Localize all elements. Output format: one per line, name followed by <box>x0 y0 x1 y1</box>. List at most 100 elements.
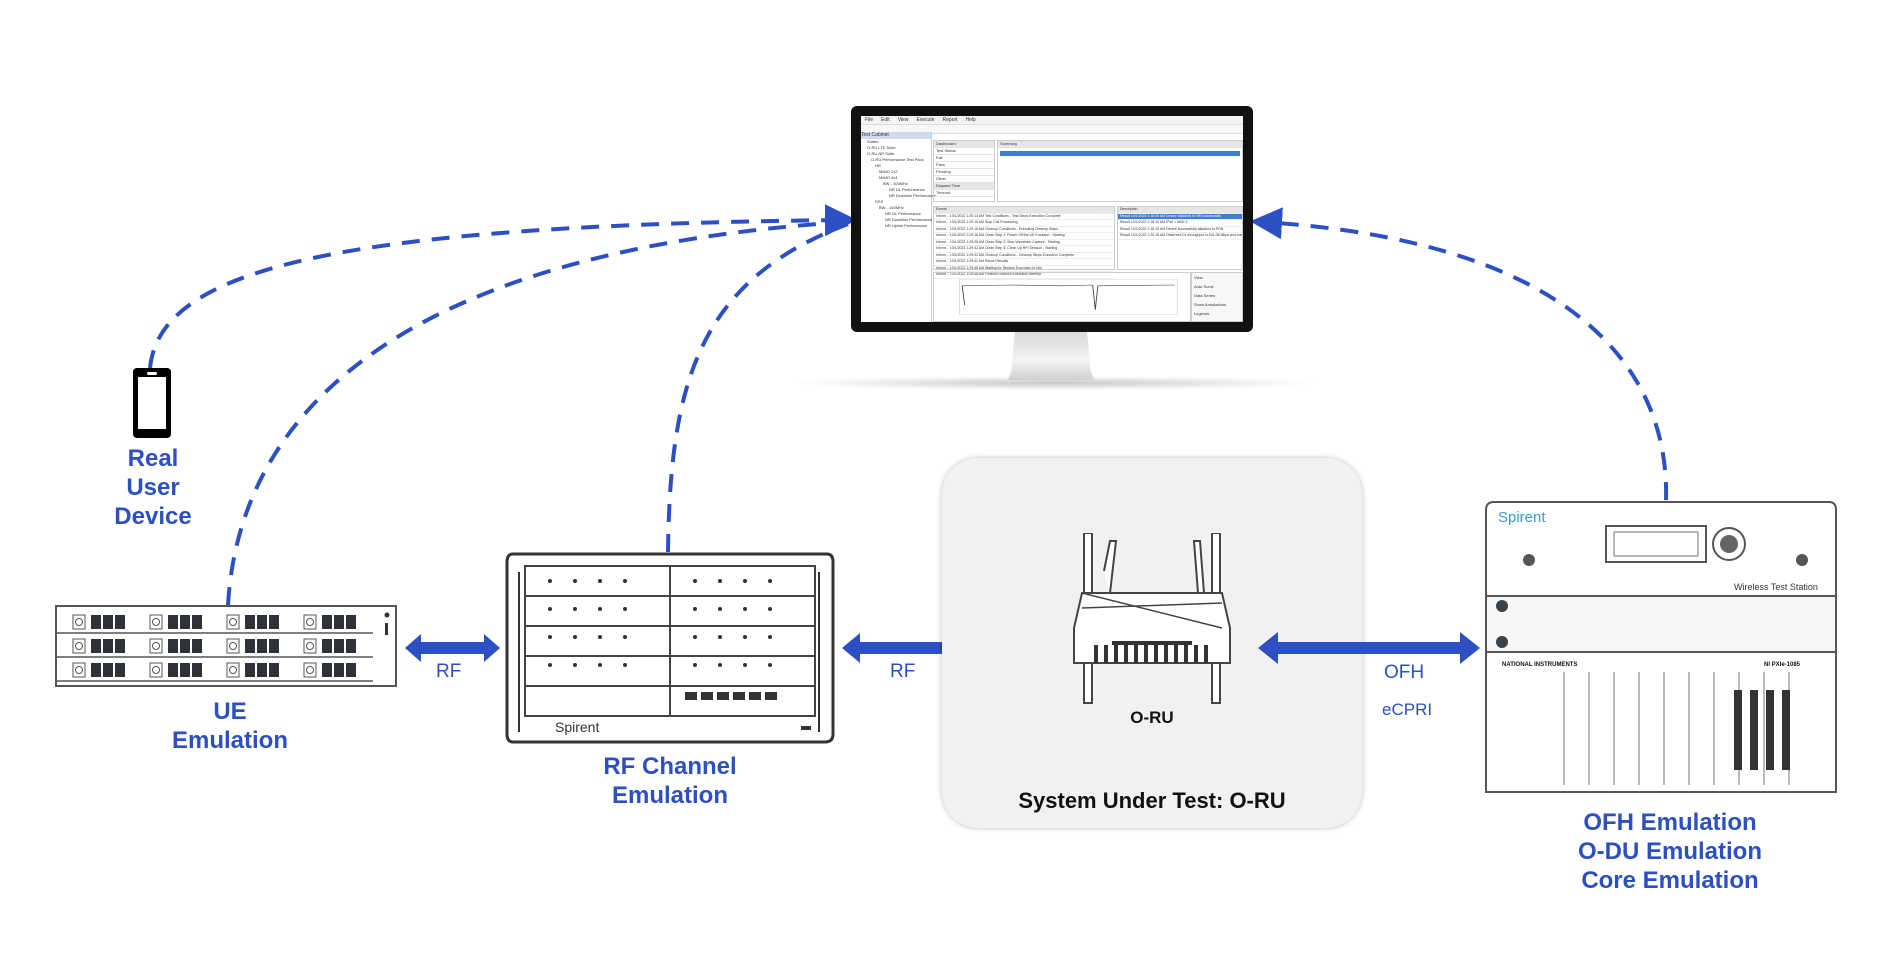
legends-checkbox[interactable]: Legends <box>1194 311 1210 316</box>
menu-file[interactable]: File <box>865 117 874 123</box>
label-line: RF Channel <box>603 753 737 780</box>
log-row[interactable]: Inform... 10/1/2022 1:29:18 AM Clean Ste… <box>934 233 1114 240</box>
station-module-brand: NATIONAL INSTRUMENTS <box>1502 662 1577 668</box>
channel-emulator-icon: Spirent <box>505 552 835 744</box>
dashed-link-station-to-monitor <box>1250 207 1669 501</box>
tree-item[interactable]: Suites <box>867 139 879 144</box>
dashed-link-phone-to-monitor <box>148 204 857 369</box>
real-user-device-label: Real User Device <box>90 444 216 531</box>
dashboard-row: Fail <box>934 155 994 162</box>
label-line: OFH Emulation <box>1583 809 1757 836</box>
show-annotations-checkbox[interactable]: Show Annotations <box>1194 302 1227 307</box>
menu-help[interactable]: Help <box>965 117 976 123</box>
test-station-label: OFH Emulation O-DU Emulation Core Emulat… <box>1530 808 1810 895</box>
log-row[interactable]: Inform... 10/1/2022 1:29:16 AM Cleanup C… <box>934 227 1114 233</box>
station-caption: Wireless Test Station <box>1734 582 1818 592</box>
rf-channel-emulation-label: RF Channel Emulation <box>580 752 760 810</box>
log-row[interactable]: Inform... 10/1/2022 1:29:26 AM Clean Ste… <box>934 240 1114 246</box>
test-station-icon: Spirent Wireless Test Station NATIONAL I… <box>1485 501 1837 793</box>
label-line: O-DU Emulation <box>1578 838 1762 865</box>
events-title: Events <box>934 207 1114 214</box>
label-line: Real <box>127 445 179 472</box>
summary-panel: Summary <box>997 140 1243 202</box>
label-line: Device <box>114 503 192 530</box>
dashboard-row: Pending <box>934 169 994 176</box>
app-menubar: File Edit View Execute Report Help <box>861 116 1243 125</box>
tree-item[interactable]: NR DL Performance <box>885 211 921 216</box>
menu-view[interactable]: View <box>897 117 909 123</box>
smartphone-icon <box>133 368 171 438</box>
dashboard-row: Pass <box>934 162 994 169</box>
log-row[interactable]: Inform... 10/1/2022 1:29:48 AM Waiting f… <box>934 266 1114 272</box>
rack-server-icon <box>55 605 397 687</box>
tree-item[interactable]: MIMO 2x2 <box>879 169 898 174</box>
tree-item[interactable]: MIMO 4x4 <box>879 175 898 180</box>
result-row[interactable]: Result 10/1/2022 1:18:05 AM Device attac… <box>1118 213 1242 220</box>
tree-item[interactable]: BW - 100MHz <box>879 205 904 210</box>
main-panel: Dashboard Test Status Fail Pass Pending … <box>933 132 1243 322</box>
tree-item[interactable]: O-RU NR Suite <box>867 151 895 156</box>
menu-execute[interactable]: Execute <box>916 117 935 123</box>
auto-scroll-checkbox[interactable]: Auto Scroll <box>1194 284 1214 289</box>
result-row[interactable]: Result 10/1/2022 1:20:15 AM Observed DL … <box>1118 233 1242 240</box>
rfce-brand: Spirent <box>555 719 599 735</box>
station-brand: Spirent <box>1498 509 1546 526</box>
arrowhead-monitor-left <box>826 210 852 234</box>
dashboard-row: Timeout <box>934 190 994 197</box>
tree-item[interactable]: NR Downlink Performance <box>885 217 933 222</box>
label-line: User <box>126 474 180 501</box>
log-row[interactable]: Inform... 10/1/2022 1:20:16 AM Stop Call… <box>934 220 1114 227</box>
label-line: Core Emulation <box>1581 867 1759 894</box>
summary-selected-row[interactable] <box>1000 151 1240 156</box>
results-header: Description <box>1118 207 1242 214</box>
log-row[interactable]: Inform... 10/1/2022 1:29:42 AM Clean Ste… <box>934 246 1114 253</box>
system-under-test-title: System Under Test: O-RU <box>1018 788 1286 813</box>
dashboard-row: Other <box>934 176 994 183</box>
throughput-line <box>959 279 1178 315</box>
log-row[interactable]: Inform... 10/1/2022 1:29:48 AM Finished … <box>934 272 1114 279</box>
log-row[interactable]: Inform... 10/1/2022 1:29:42 AM Report Re… <box>934 259 1114 266</box>
ofh-link-oru-station <box>1258 632 1480 664</box>
app-toolbar <box>861 125 1243 134</box>
events-panel: Events Inform... 10/1/2022 1:20:13 AM Te… <box>933 206 1115 279</box>
label-line: Emulation <box>171 727 288 754</box>
label-line: Emulation <box>611 782 728 809</box>
rf-link-label-2: RF <box>890 661 916 682</box>
tree-item[interactable]: O-RU Performance Test Pack <box>871 157 924 162</box>
tree-item[interactable]: NR DL Performance <box>889 187 925 192</box>
log-row[interactable]: Inform... 10/1/2022 1:29:42 AM Cleanup C… <box>934 253 1114 259</box>
monitor-shadow <box>790 376 1320 390</box>
results-panel: Description Result 10/1/2022 1:18:05 AM … <box>1117 206 1243 270</box>
tree-header: Test Cabinet <box>861 132 931 139</box>
log-row[interactable]: Inform... 10/1/2022 1:20:13 AM Test Cond… <box>934 214 1114 220</box>
tree-item[interactable]: NR <box>875 163 881 168</box>
graph-options-panel: View Auto Scroll Data Series Show Annota… <box>1191 272 1243 322</box>
rf-link-label-1: RF <box>436 661 462 682</box>
ue-emulation-label: UE Emulation <box>150 697 310 755</box>
tree-item[interactable]: BW - 100MHz <box>883 181 908 186</box>
menu-report[interactable]: Report <box>942 117 958 123</box>
throughput-graph <box>933 272 1191 322</box>
dashboard-title: Dashboard <box>934 141 994 148</box>
monitor-screen: File Edit View Execute Report Help Test … <box>861 116 1243 322</box>
label-line: UE <box>213 698 247 725</box>
tree-item[interactable]: NR Downlink Performance <box>889 193 937 198</box>
tree-item[interactable]: O-RU LTE Suite <box>867 145 896 150</box>
test-cabinet-tree: Test Cabinet Suites O-RU LTE Suite O-RU … <box>861 132 937 322</box>
rf-link-ue-rfce <box>405 634 500 662</box>
dashboard-row: Elapsed Time <box>934 183 994 190</box>
radio-unit-icon <box>1073 533 1231 704</box>
tree-item[interactable]: DSS <box>875 199 884 204</box>
data-series-label: Data Series <box>1194 293 1215 298</box>
result-row[interactable]: Result 10/1/2022 1:18:15 AM Device succe… <box>1118 227 1242 233</box>
ofh-link-sublabel: eCPRI <box>1382 700 1433 719</box>
menu-edit[interactable]: Edit <box>881 117 890 123</box>
ofh-link-label: OFH <box>1384 662 1425 683</box>
result-row[interactable]: Result 10/1/2022 1:18:10 AM IPv6 = fd00:… <box>1118 220 1242 227</box>
monitor-stand <box>1008 332 1094 380</box>
tree-item[interactable]: NR Uplink Performance <box>885 223 928 228</box>
system-under-test-box: O-RU System Under Test: O-RU <box>942 458 1362 828</box>
dashed-link-rfce-to-monitor <box>666 222 849 553</box>
summary-title: Summary <box>998 141 1242 148</box>
